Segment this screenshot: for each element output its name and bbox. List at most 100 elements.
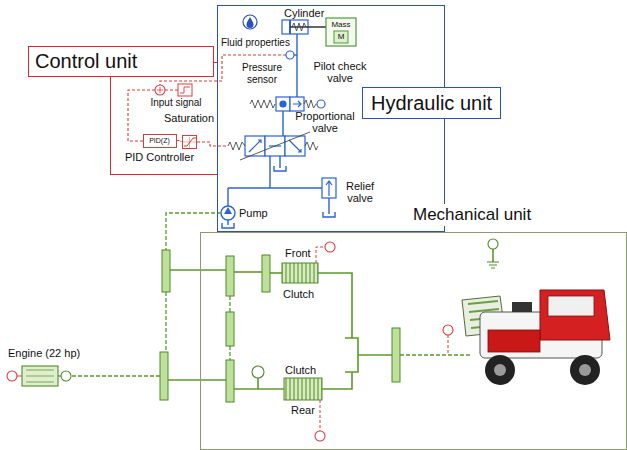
block-text: PID(Z): [144, 135, 176, 147]
pilot-check-valve-symbol: [276, 97, 290, 111]
proportional-valve-symbol: [228, 142, 245, 150]
saturation-block: Saturation: [182, 135, 197, 149]
mass-block: [334, 31, 348, 43]
clutch-symbol: [284, 378, 322, 400]
hydraulic-line: [323, 212, 335, 217]
transplanter-picture: [494, 364, 506, 376]
proportional-valve-symbol: [289, 140, 301, 152]
component-label: Input signal: [150, 97, 201, 109]
region-heading: Hydraulic unit: [362, 87, 501, 119]
pressure-sensor-symbol: [286, 51, 294, 59]
shaft-line: [234, 388, 284, 390]
gear-symbol: [160, 352, 168, 400]
shaft-line: [270, 272, 282, 274]
signal-port: [252, 239, 499, 441]
region-heading: Control unit: [28, 46, 214, 77]
cylinder-symbol: [292, 23, 306, 31]
signal-port: [316, 247, 325, 263]
engine-symbol: [22, 366, 58, 386]
engine-symbol: [7, 371, 17, 381]
signal-port: [448, 335, 449, 355]
hydraulic-line: [227, 220, 228, 225]
shaft-line: [400, 354, 470, 355]
pilot-check-valve-symbol: [293, 101, 301, 107]
gear-symbol: [262, 255, 270, 292]
shaft-line: [318, 273, 352, 338]
hydraulic-region: Hydraulic unit: [217, 5, 445, 232]
saturation-symbol: [183, 137, 196, 148]
clutch-symbol: [282, 263, 322, 400]
sum-block: [155, 85, 165, 95]
hydraulic-line: [222, 34, 335, 228]
signal-line: [165, 89, 178, 90]
component-label: Mass: [326, 20, 356, 30]
transplanter-picture: [579, 364, 591, 376]
proportional-valve-symbol: [245, 136, 265, 156]
shaft-line: [165, 292, 166, 352]
transplanter-picture: [488, 330, 540, 352]
hydraulic-line: [328, 198, 329, 214]
fluid-icon: [247, 17, 254, 28]
pilot-check-valve-symbol: [250, 100, 275, 108]
mass-block: [326, 18, 356, 46]
component-label: Clutch: [285, 364, 316, 377]
transplanter-picture: [540, 290, 610, 340]
region-heading: Mechanical unit: [410, 204, 534, 226]
transplanter-picture: [462, 290, 610, 385]
hydraulic-line: [282, 111, 283, 136]
gear-symbol: [392, 328, 400, 382]
component-label: Relief valve: [340, 180, 380, 204]
component-label: Clutch: [283, 288, 314, 301]
gear-symbol: [160, 250, 400, 402]
mechanical-region: Mechanical unit: [200, 232, 627, 450]
step-source: [178, 84, 192, 96]
shaft-line: [345, 338, 358, 372]
component-label: Pump: [239, 207, 268, 220]
engine-symbol: [7, 366, 71, 386]
signal-port: [315, 431, 325, 441]
hydraulic-line: [274, 166, 286, 171]
hydraulic-line: [222, 223, 234, 228]
mass-block: [326, 18, 356, 46]
pump-symbol: [224, 207, 232, 214]
proportional-valve-symbol: [240, 132, 310, 160]
sum-block: [155, 85, 165, 95]
signal-port: [488, 239, 498, 249]
shaft-line: [168, 249, 493, 389]
relief-valve-symbol: [322, 178, 336, 198]
shaft-line: [322, 372, 352, 389]
clutch-symbol: [282, 263, 318, 283]
shaft-line: [358, 354, 392, 356]
step-source: [178, 84, 192, 96]
shaft-line: [170, 269, 226, 271]
shaft-line: [492, 249, 494, 262]
pilot-check-valve-symbol: [280, 101, 286, 107]
component-label: Rear: [291, 404, 315, 417]
shaft-line: [168, 379, 226, 381]
signal-port: [487, 262, 499, 268]
transplanter-picture: [512, 302, 532, 312]
proportional-valve-symbol: [249, 140, 261, 152]
transplanter-picture: [485, 355, 515, 385]
saturation-symbol: [183, 137, 196, 148]
pilot-check-valve-symbol: [250, 97, 325, 111]
signal-port: [443, 325, 453, 335]
proportional-valve-symbol: [228, 132, 318, 160]
gear-symbol: [226, 256, 234, 296]
proportional-valve-symbol: [285, 136, 305, 156]
signal-line: [197, 142, 228, 146]
shaft-line: [229, 346, 230, 360]
sum-block: [157, 87, 163, 93]
component-label: M: [334, 31, 348, 43]
hydraulic-line: [269, 156, 270, 188]
pilot-check-valve-symbol: [290, 97, 304, 111]
pump-symbol: [221, 206, 235, 220]
shaft-line: [257, 378, 259, 389]
relief-valve-symbol: [326, 181, 332, 196]
hydraulic-line: [227, 188, 228, 206]
component-label: Proportional valve: [290, 110, 360, 134]
shaft-line: [72, 213, 470, 376]
signal-port: [252, 366, 264, 378]
pressure-sensor-symbol: [286, 51, 294, 59]
